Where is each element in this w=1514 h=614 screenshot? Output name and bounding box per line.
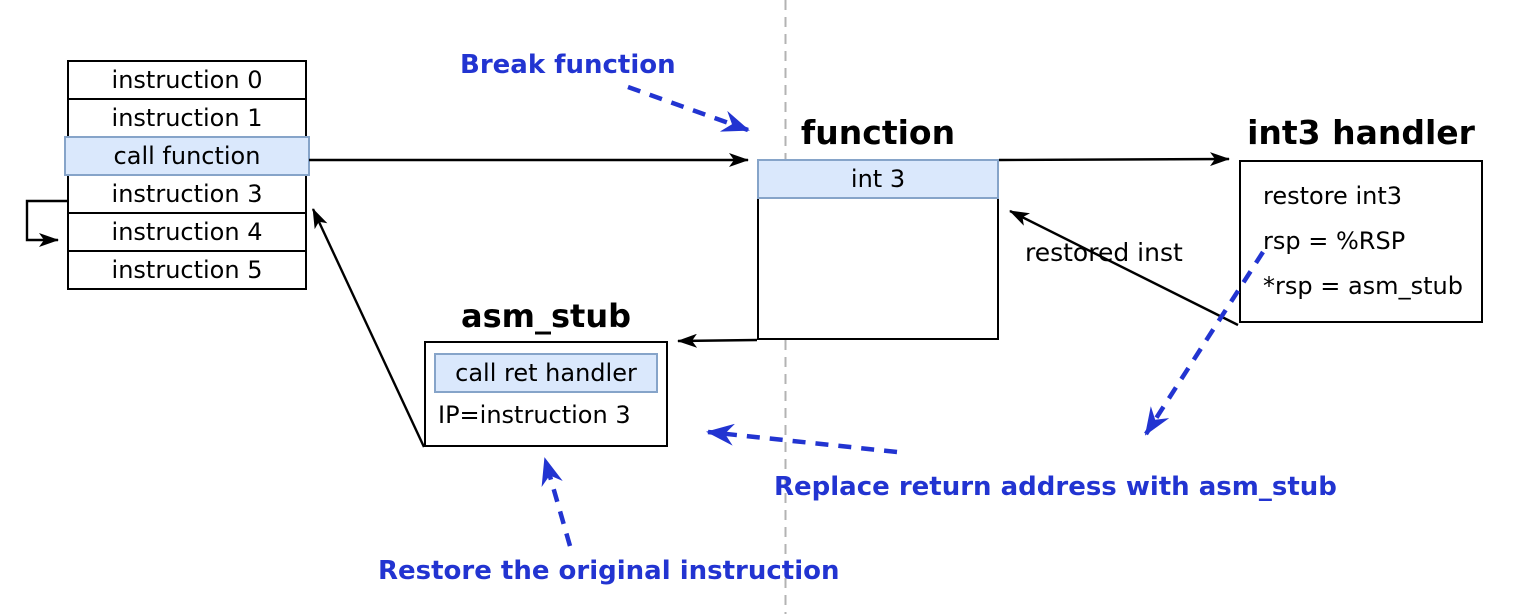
asm-stub-title: asm_stub — [460, 297, 631, 335]
restored-inst-label: restored inst — [1025, 238, 1183, 267]
table-row-call-function-highlighted: call function — [64, 136, 310, 176]
asm-stub-box: call ret handler IP=instruction 3 — [424, 341, 668, 447]
arrow-int3handler-to-function-restored-inst — [1009, 209, 1239, 327]
int3-handler-box: restore int3 rsp = %RSP *rsp = asm_stub — [1239, 160, 1483, 323]
instruction-table: instruction 0 instruction 1 call functio… — [64, 60, 310, 290]
ip-instruction-line: IP=instruction 3 — [438, 401, 631, 429]
handler-line: *rsp = asm_stub — [1263, 272, 1463, 300]
table-row: instruction 5 — [67, 250, 307, 290]
arrow-break-function — [627, 84, 750, 133]
replace-return-label: Replace return address with asm_stub — [774, 472, 1337, 502]
function-box: int 3 — [757, 159, 999, 340]
arrow-function-to-asmstub — [677, 333, 758, 348]
arrow-restore-original-to-asmstub — [541, 457, 573, 547]
arrow-loop-instruction3-to-instruction4 — [25, 199, 67, 247]
int3-handler-title: int3 handler — [1247, 113, 1475, 152]
arrow-function-to-int3handler — [998, 152, 1230, 167]
table-row: instruction 0 — [67, 60, 307, 100]
table-row: instruction 4 — [67, 212, 307, 252]
handler-line: rsp = %RSP — [1263, 227, 1406, 255]
arrow-replace-return-from-handler — [1144, 250, 1265, 436]
arrow-asmstub-to-instruction3 — [311, 208, 426, 448]
int3-instruction-row: int 3 — [757, 159, 999, 199]
handler-line: restore int3 — [1263, 182, 1402, 210]
table-row: instruction 1 — [67, 98, 307, 138]
function-box-title: function — [800, 113, 956, 152]
break-function-label: Break function — [460, 50, 676, 80]
arrow-replace-return-to-asmstub — [706, 423, 898, 455]
call-ret-handler-row: call ret handler — [434, 353, 658, 393]
restore-original-label: Restore the original instruction — [378, 556, 840, 586]
